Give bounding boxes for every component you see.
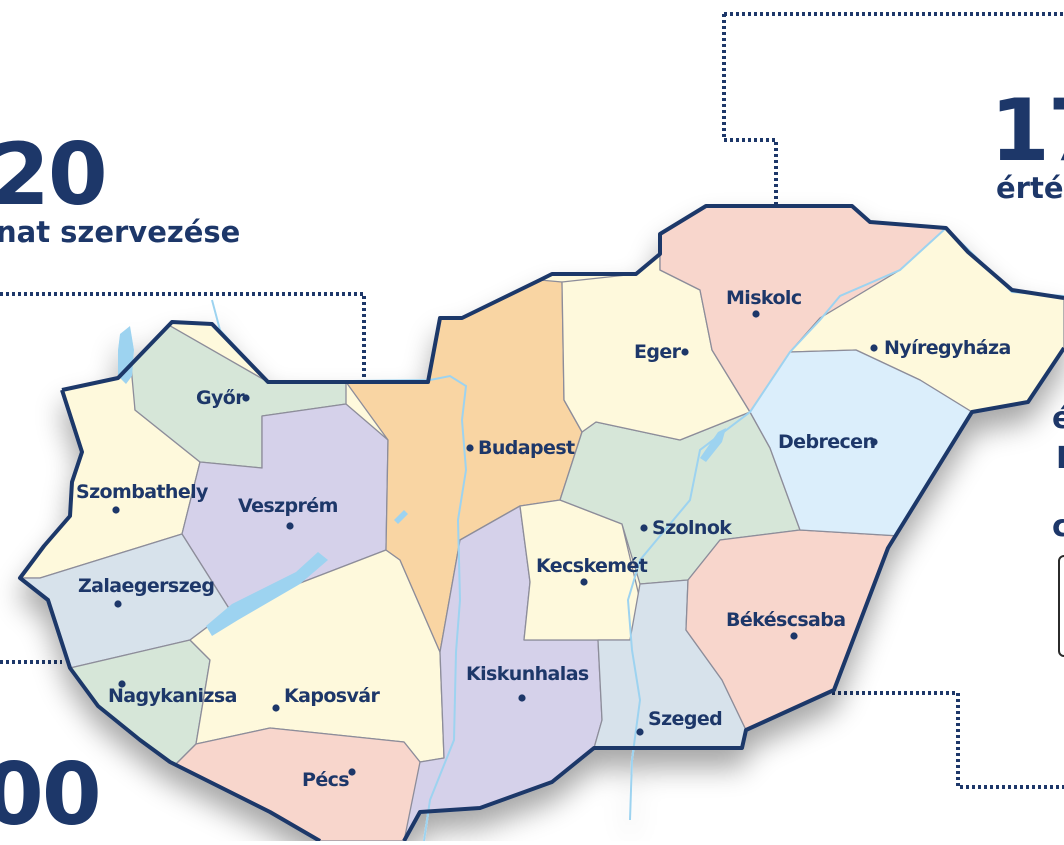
stat-number-right-top: 17 (990, 81, 1064, 181)
region-pecs (20, 727, 441, 841)
city-dot-szeged (636, 728, 644, 736)
city-label-szolnok: Szolnok (652, 517, 732, 539)
city-dot-eger (681, 348, 689, 356)
city-dot-szombathely (112, 506, 120, 514)
city-dot-kaposvar (272, 704, 280, 712)
city-dot-veszprem (286, 522, 294, 530)
city-label-eger: Eger (634, 341, 682, 363)
city-label-szombathely: Szombathely (76, 481, 209, 503)
lake-velence (394, 510, 408, 524)
city-dot-miskolc (752, 310, 760, 318)
stat-number-left-bottom: 00 (0, 745, 102, 845)
city-label-bekescsaba: Békéscsaba (726, 609, 846, 631)
city-label-nyiregyhaza: Nyíregyháza (884, 337, 1011, 359)
city-label-veszprem: Veszprém (238, 495, 338, 517)
stat-fragment-1: é (1052, 401, 1064, 436)
city-label-debrecen: Debrecen (778, 431, 875, 453)
stat-caption-right-top: érté (996, 171, 1064, 205)
connector-line-left-top (0, 292, 366, 378)
stat-fragment-2: I (1056, 441, 1064, 476)
city-dot-nagykanizsa (118, 680, 126, 688)
city-label-miskolc: Miskolc (726, 287, 801, 309)
city-dot-pecs (348, 768, 356, 776)
city-dot-zalaegerszeg (114, 600, 122, 608)
lake-tisza (700, 428, 726, 462)
lake-ferto (118, 326, 134, 384)
city-markers (112, 310, 878, 776)
country-border (18, 204, 1064, 841)
city-labels: Győr Szombathely Veszprém Zalaegerszeg N… (76, 287, 1011, 791)
city-label-budapest: Budapest (478, 437, 575, 459)
city-dot-gyor (242, 394, 250, 402)
stat-number-left-top: 20 (0, 125, 108, 225)
city-label-kecskemet: Kecskemét (536, 555, 648, 577)
city-label-szeged: Szeged (648, 708, 722, 730)
info-box-right (1058, 555, 1064, 657)
city-label-kiskunhalas: Kiskunhalas (466, 663, 589, 685)
city-dot-nyiregyhaza (870, 344, 878, 352)
stat-fragment-3: c (1052, 509, 1064, 544)
lake-balaton (206, 552, 328, 636)
city-dot-kecskemet (580, 578, 588, 586)
city-label-kaposvar: Kaposvár (284, 685, 381, 707)
stat-caption-left-top: nat szervezése (0, 215, 241, 249)
city-dot-kiskunhalas (518, 694, 526, 702)
connector-line-top-right (722, 12, 1064, 205)
city-dot-szolnok (640, 524, 648, 532)
country-shape (18, 204, 1064, 841)
connector-line-bottom-right (832, 691, 1064, 789)
city-label-pecs: Pécs (302, 769, 349, 791)
city-label-nagykanizsa: Nagykanizsa (108, 685, 237, 707)
city-dot-debrecen (870, 438, 878, 446)
city-dot-bekescsaba (790, 632, 798, 640)
city-label-gyor: Győr (196, 387, 245, 409)
city-label-zalaegerszeg: Zalaegerszeg (78, 575, 214, 597)
city-dot-budapest (466, 444, 474, 452)
